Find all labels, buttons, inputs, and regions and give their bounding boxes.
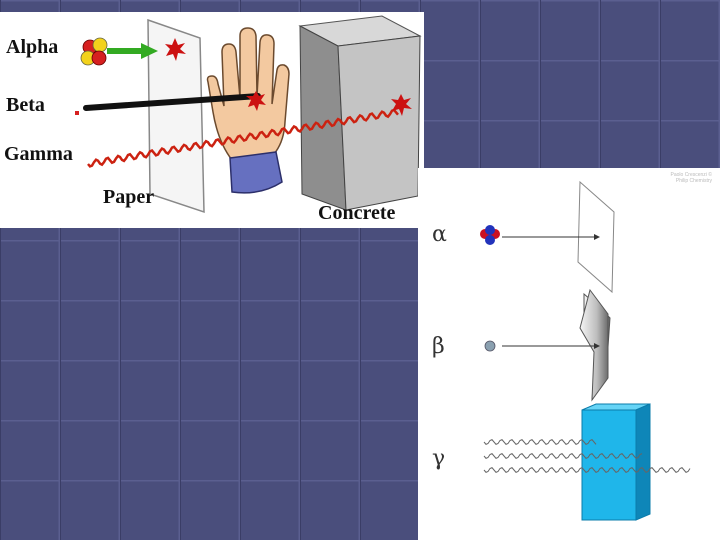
penetration-illustration: Alpha Beta Gamma Paper Concrete xyxy=(0,12,424,228)
penetration-drawing xyxy=(75,15,422,214)
spark-icon xyxy=(165,38,186,61)
alpha-particle-icon xyxy=(80,37,108,66)
concrete-block xyxy=(298,15,422,211)
alpha-arrow xyxy=(107,43,158,59)
penetration-schematic: α β γ Paolo Crescenzi © Philip Chemistry xyxy=(418,168,720,540)
paper-sheet xyxy=(147,18,205,214)
hand-drawing xyxy=(206,27,290,194)
concrete-label: Concrete xyxy=(318,202,396,224)
image-credit-line: Philip Chemistry xyxy=(675,178,712,184)
gamma-wave xyxy=(483,439,597,445)
spark-icon xyxy=(246,91,266,111)
gamma-symbol: γ xyxy=(432,446,446,471)
alpha-particle-icon xyxy=(480,225,500,245)
penetration-schematic-drawing xyxy=(480,180,691,521)
beta-label: Beta xyxy=(6,94,45,116)
image-credit: Paolo Crescenzi © Philip Chemistry xyxy=(652,172,712,184)
paper-label: Paper xyxy=(103,186,155,208)
alpha-symbol: α xyxy=(432,222,447,247)
gamma-label: Gamma xyxy=(4,143,73,165)
beta-track xyxy=(83,93,261,111)
alpha-label: Alpha xyxy=(6,36,59,58)
gamma-wave xyxy=(483,453,643,459)
beta-symbol: β xyxy=(432,334,445,359)
gamma-wave xyxy=(87,108,399,168)
spark-icon xyxy=(391,94,412,116)
image-credit-line: Paolo Crescenzi © xyxy=(670,172,712,178)
beta-particle-icon xyxy=(484,340,496,352)
beta-particle-dot xyxy=(75,111,79,115)
gamma-wave xyxy=(483,467,691,473)
concrete-block xyxy=(581,403,651,521)
